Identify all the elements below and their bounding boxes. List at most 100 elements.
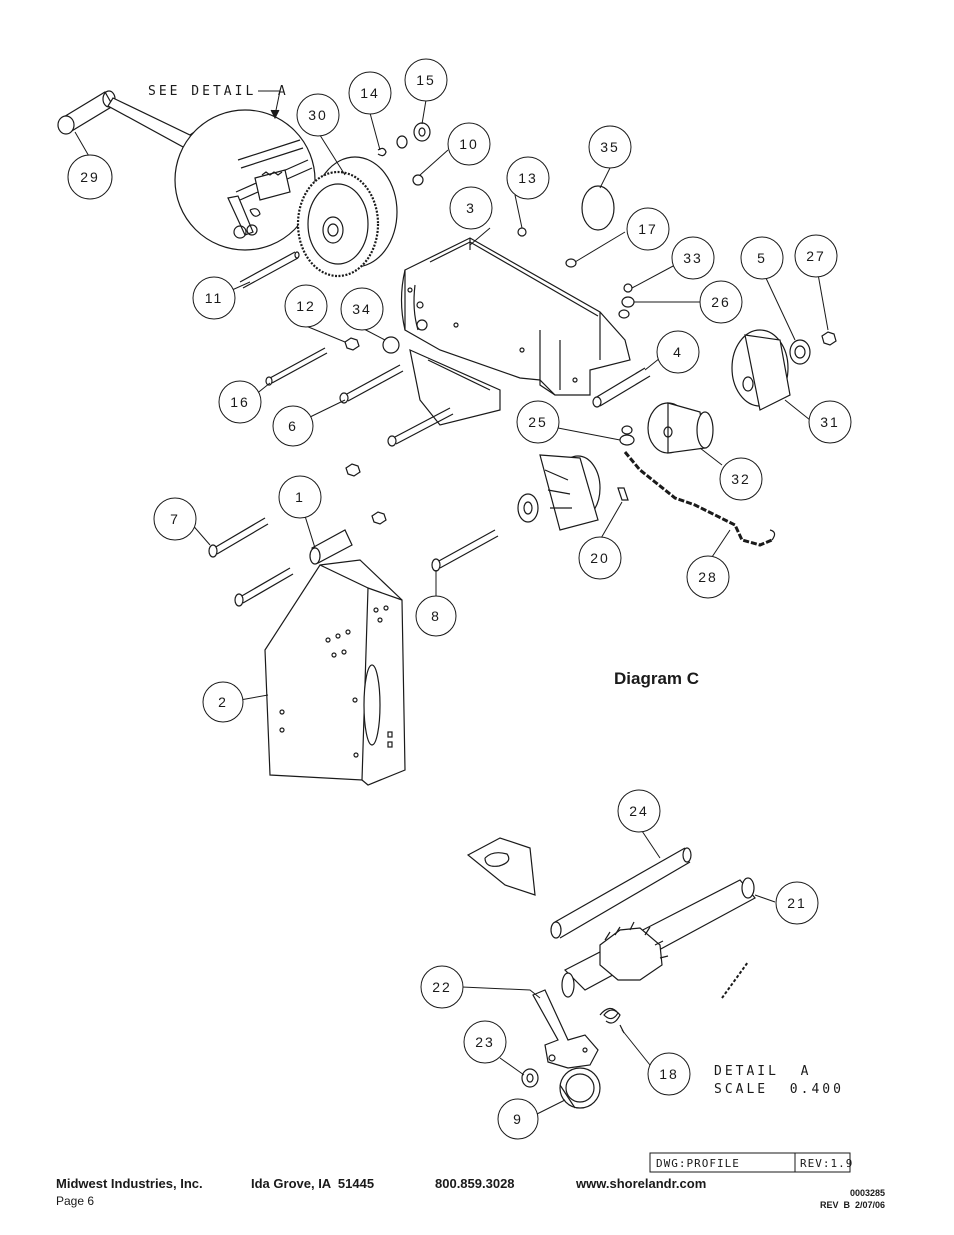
callout-label: 10 (459, 136, 479, 152)
callout-label: 13 (518, 170, 538, 186)
detail-label: DETAIL A (714, 1064, 811, 1079)
callout-label: 30 (308, 107, 328, 123)
callout-label: 28 (698, 569, 718, 585)
callout-7: 7 (153, 497, 197, 541)
callout-label: 11 (205, 290, 224, 306)
side-plates (264, 559, 406, 786)
callout-31: 31 (808, 400, 852, 444)
callout-10: 10 (447, 122, 491, 166)
callout-label: 3 (466, 200, 476, 216)
roller-housing (517, 454, 629, 531)
callout-15: 15 (404, 58, 448, 102)
callout-label: 33 (683, 250, 703, 266)
callout-label: 17 (638, 221, 658, 237)
callout-label: 35 (600, 139, 620, 155)
callout-label: 8 (431, 608, 441, 624)
callout-label: 4 (673, 344, 683, 360)
callout-34: 34 (340, 287, 384, 331)
callout-label: 5 (757, 250, 767, 266)
company-address: Ida Grove, IA 51445 (251, 1176, 374, 1191)
rod-11 (239, 251, 300, 289)
company-website: www.shorelandr.com (575, 1176, 706, 1191)
callouts: 29 30 14 15 10 13 35 3 17 33 5 27 26 11 … (67, 58, 852, 1140)
nut-and-cap (344, 336, 400, 354)
callout-label: 14 (360, 85, 380, 101)
callout-label: 21 (787, 895, 807, 911)
bolts-7-8 (208, 517, 499, 607)
callout-label: 9 (513, 1111, 523, 1127)
callout-4: 4 (656, 330, 700, 374)
callout-6: 6 (272, 405, 314, 447)
callout-label: 2 (218, 694, 228, 710)
callout-label: 18 (659, 1066, 679, 1082)
callout-label: 20 (590, 550, 610, 566)
spacer-1 (309, 529, 353, 565)
callout-label: 22 (432, 979, 452, 995)
callout-2: 2 (202, 681, 244, 723)
title-block: DWG:PROFILE REV:1.9 (649, 1152, 853, 1173)
callout-9: 9 (497, 1098, 539, 1140)
callout-14: 14 (348, 71, 392, 115)
callout-25: 25 (516, 400, 560, 444)
callout-22: 22 (420, 965, 464, 1009)
callout-label: 1 (295, 489, 305, 505)
drive-gear (296, 156, 398, 278)
footer: Midwest Industries, Inc. Ida Grove, IA 5… (56, 1176, 885, 1210)
callout-12: 12 (284, 284, 328, 328)
small-hardware-top (377, 122, 635, 319)
callout-20: 20 (578, 536, 622, 580)
callout-23: 23 (463, 1020, 507, 1064)
callout-35: 35 (588, 125, 632, 169)
callout-26: 26 (699, 280, 743, 324)
callout-label: 6 (288, 418, 298, 434)
bolts-16-6 (265, 347, 454, 447)
callout-label: 29 (80, 169, 100, 185)
callout-27: 27 (794, 234, 838, 278)
callout-16: 16 (218, 380, 262, 424)
scale-label: SCALE 0.400 (714, 1082, 844, 1097)
detail-a-parts (227, 139, 313, 239)
document-number: 0003285 (850, 1188, 885, 1198)
company-name: Midwest Industries, Inc. (56, 1176, 203, 1191)
callout-28: 28 (686, 555, 730, 599)
cover-disc (581, 185, 615, 231)
callout-3: 3 (449, 186, 493, 230)
callout-label: 27 (806, 248, 826, 264)
callout-32: 32 (719, 457, 763, 501)
see-detail-label: SEE DETAIL A (148, 84, 289, 99)
winch-frame (400, 237, 631, 426)
detail-a-enlarged (466, 837, 756, 1109)
callout-30: 30 (296, 93, 340, 137)
callout-label: 26 (711, 294, 731, 310)
callout-13: 13 (506, 156, 550, 200)
callout-label: 24 (629, 803, 649, 819)
chain-28 (619, 425, 776, 547)
shaft-4 (592, 367, 651, 408)
callout-label: 32 (731, 471, 751, 487)
callout-label: 31 (820, 414, 840, 430)
dwg-label: DWG:PROFILE (656, 1157, 740, 1170)
callout-21: 21 (775, 881, 819, 925)
callout-label: 25 (528, 414, 548, 430)
rev-label: REV:1.9 (800, 1157, 853, 1170)
callout-1: 1 (278, 475, 322, 519)
loose-nuts (345, 463, 387, 525)
callout-5: 5 (740, 236, 784, 280)
callout-label: 23 (475, 1034, 495, 1050)
callout-label: 15 (416, 72, 436, 88)
diagram-title: Diagram C (614, 669, 699, 688)
callout-label: 34 (352, 301, 372, 317)
callout-label: 12 (296, 298, 316, 314)
callout-8: 8 (415, 595, 457, 637)
callout-24: 24 (617, 789, 661, 833)
callout-18: 18 (647, 1052, 691, 1096)
document-revision: REV B 2/07/06 (820, 1200, 885, 1210)
roller-32 (647, 402, 714, 454)
page-number: Page 6 (56, 1194, 94, 1208)
company-phone: 800.859.3028 (435, 1176, 515, 1191)
callout-11: 11 (192, 276, 236, 320)
callout-label: 7 (170, 511, 180, 527)
roller-31 (731, 329, 837, 411)
